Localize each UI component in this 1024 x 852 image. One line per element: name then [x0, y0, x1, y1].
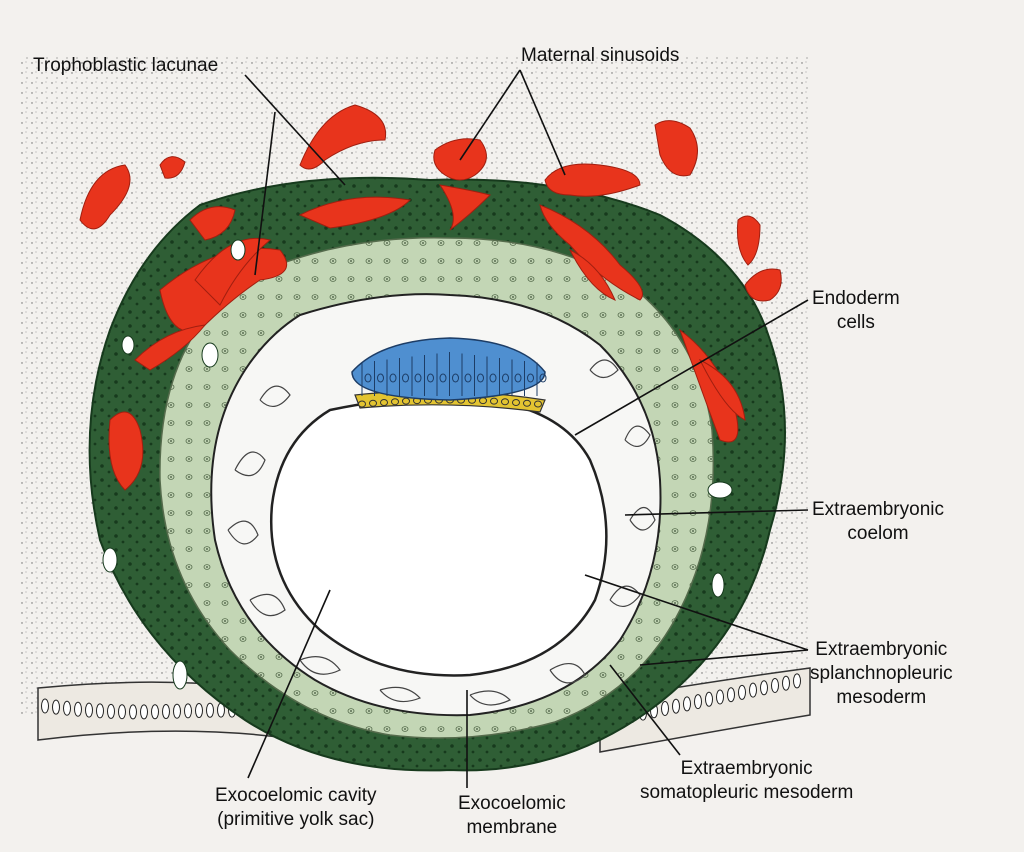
- cell-mark: [539, 373, 547, 383]
- cell-mark: [358, 400, 366, 408]
- cell-mark: [41, 698, 49, 714]
- cell-mark: [534, 400, 542, 408]
- cell-mark: [380, 398, 388, 406]
- cell-mark: [377, 373, 384, 383]
- cell-mark: [195, 703, 203, 719]
- cell-mark: [782, 675, 790, 691]
- cell-mark: [96, 703, 104, 719]
- label-trophoblastic-lacunae: Trophoblastic lacunae: [33, 55, 219, 76]
- epiblast-cells: [361, 352, 547, 396]
- cell-mark: [402, 397, 410, 405]
- cell-mark: [738, 684, 746, 700]
- cell-mark: [694, 694, 702, 710]
- cell-mark: [107, 703, 115, 719]
- cell-mark: [452, 373, 459, 383]
- cell-mark: [74, 701, 82, 717]
- cell-mark: [206, 702, 214, 718]
- label-maternal-sinusoids: Maternal sinusoids: [521, 45, 680, 66]
- cell-mark: [489, 373, 497, 383]
- cell-mark: [118, 704, 126, 720]
- cell-mark: [760, 680, 768, 696]
- cell-mark: [151, 704, 159, 720]
- hypoblast-cells: [358, 396, 542, 408]
- epiblast: [351, 337, 546, 401]
- cell-mark: [716, 689, 724, 705]
- cell-mark: [173, 703, 181, 719]
- label-extraembryonic-coelom: Extraembryonic coelom: [812, 499, 944, 544]
- cell-mark: [514, 373, 522, 383]
- cell-mark: [414, 373, 422, 383]
- cell-mark: [727, 687, 735, 703]
- cell-mark: [501, 398, 509, 406]
- cell-mark: [672, 698, 680, 714]
- cell-mark: [793, 673, 801, 689]
- label-exocoelomic-membrane: Exocoelomic membrane: [458, 793, 566, 838]
- cell-mark: [512, 398, 520, 406]
- cell-mark: [427, 373, 434, 383]
- cell-mark: [63, 700, 71, 716]
- leader-lines: [244, 69, 809, 788]
- cell-mark: [523, 399, 531, 407]
- cell-mark: [364, 373, 372, 383]
- cell-mark: [502, 373, 509, 383]
- cell-mark: [771, 678, 779, 693]
- label-somatopleuric-mesoderm: Extraembryonic somatopleuric mesoderm: [640, 758, 854, 803]
- trophoblastic-lacunae-shapes: [108, 184, 746, 491]
- cell-mark: [749, 682, 757, 698]
- maternal-sinusoid-shapes: [79, 104, 782, 302]
- cell-mark: [52, 699, 60, 715]
- label-endoderm-cells: Endoderm cells: [812, 288, 900, 333]
- cell-mark: [683, 696, 691, 712]
- cell-mark: [369, 399, 377, 407]
- cell-mark: [439, 373, 447, 383]
- cell-mark: [389, 373, 397, 383]
- cell-mark: [184, 703, 192, 719]
- cell-mark: [391, 398, 399, 406]
- label-exocoelomic-cavity: Exocoelomic cavity (primitive yolk sac): [215, 785, 377, 830]
- cell-mark: [85, 702, 93, 718]
- cell-mark: [490, 397, 498, 405]
- cell-mark: [402, 373, 409, 383]
- trophoblast-vacuoles: [102, 239, 733, 690]
- cell-mark: [140, 704, 148, 720]
- cell-mark: [705, 691, 713, 707]
- cell-mark: [661, 701, 669, 716]
- cell-mark: [464, 373, 472, 383]
- cell-mark: [162, 704, 170, 720]
- cell-mark: [527, 373, 534, 383]
- cell-mark: [477, 373, 484, 383]
- mesoderm-cells: [227, 359, 656, 706]
- label-splanchnopleuric-mesoderm: Extraembryonic splanchnopleuric mesoderm: [810, 639, 953, 708]
- cell-mark: [479, 397, 487, 405]
- cell-mark: [129, 704, 137, 720]
